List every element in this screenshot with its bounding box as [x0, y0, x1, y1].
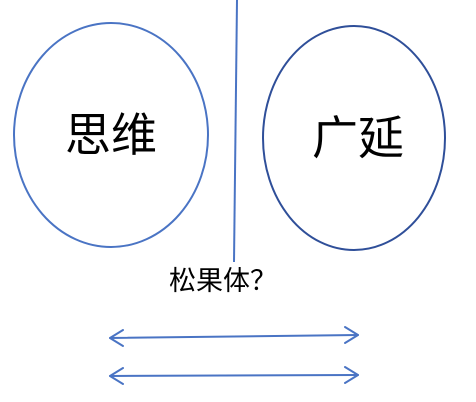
right-concept-circle: [262, 25, 446, 251]
divider-line: [233, 0, 238, 263]
right-concept-label: 广延: [312, 111, 404, 165]
right-concept-node: 广延: [262, 25, 446, 251]
question-label: 松果体？: [169, 266, 277, 297]
left-concept-circle: [13, 22, 209, 248]
left-concept-node: 思维: [13, 22, 209, 248]
double-arrow-top: [109, 326, 359, 347]
left-concept-label: 思维: [65, 108, 157, 162]
double-arrow-bottom: [109, 366, 359, 385]
